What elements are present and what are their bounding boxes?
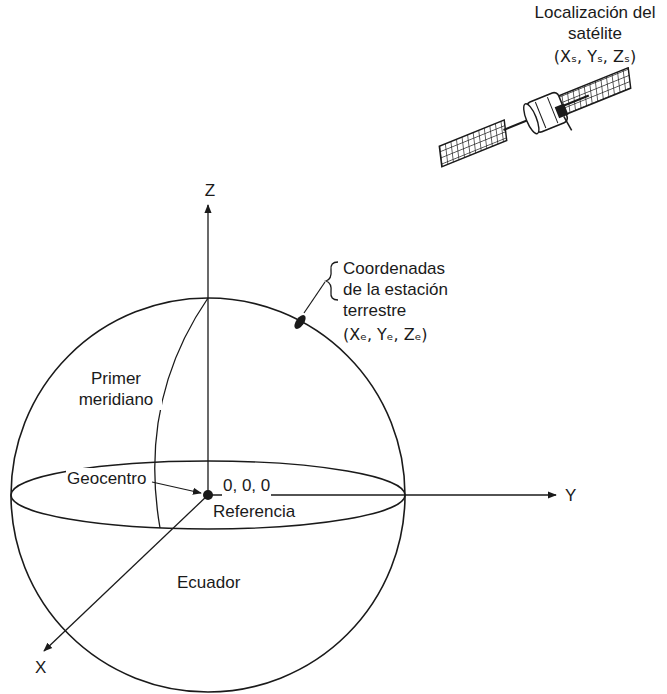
prime-meridian xyxy=(155,298,208,528)
solar-panel xyxy=(439,120,506,167)
equator-label: Ecuador xyxy=(176,572,241,593)
station-label: Coordenadas de la estación terrestre xyxy=(342,258,456,321)
earth-station-marker xyxy=(292,313,308,331)
origin-label: 0, 0, 0 xyxy=(222,475,271,496)
axis-label: Y xyxy=(564,485,577,506)
station-coordinates: (Xₑ, Yₑ, Zₑ) xyxy=(342,324,429,345)
leader-line xyxy=(304,282,325,313)
geocenter-pointer xyxy=(152,482,201,493)
geocenter-label: Geocentro xyxy=(66,468,147,489)
z-axis xyxy=(207,205,208,495)
axis-label: Z xyxy=(199,180,221,201)
satellite-body-end xyxy=(521,102,542,135)
body-band xyxy=(535,102,545,128)
solar-panel xyxy=(558,68,631,117)
antenna xyxy=(555,103,569,118)
axis-label: X xyxy=(34,657,47,678)
satellite-label: Localización del satélite xyxy=(527,2,663,44)
satellite-coordinates: (Xₛ, Yₛ, Zₛ) xyxy=(527,46,663,67)
satellite xyxy=(432,63,642,181)
reference-label: Referencia xyxy=(212,501,296,522)
bracket xyxy=(326,262,338,300)
meridian-label: Primer meridiano xyxy=(70,368,162,410)
antenna xyxy=(564,116,572,132)
geocenter-dot xyxy=(203,490,213,500)
